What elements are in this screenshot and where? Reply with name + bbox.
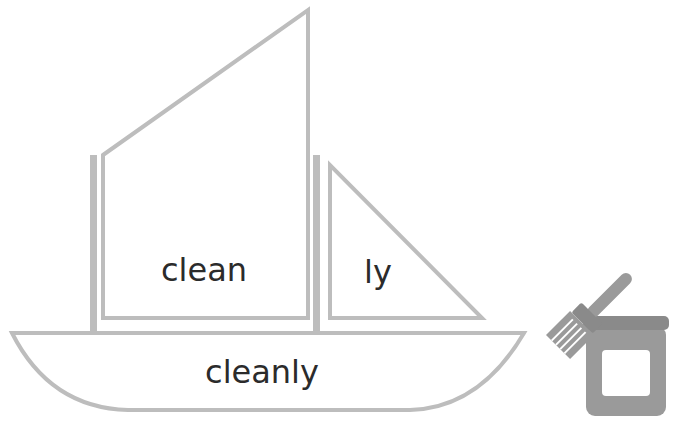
boat-hull-shape bbox=[12, 333, 524, 410]
jib-sail: ly bbox=[326, 160, 488, 322]
can-body bbox=[586, 326, 666, 416]
word-label: ly bbox=[364, 254, 392, 291]
word-label: clean bbox=[161, 252, 247, 289]
main-sail: clean bbox=[100, 8, 312, 322]
paintbrush bbox=[546, 263, 642, 359]
jib-sail-shape bbox=[330, 165, 482, 318]
jib-sail-outline bbox=[326, 160, 488, 322]
word-label: cleanly bbox=[205, 354, 319, 391]
can-label bbox=[602, 350, 650, 396]
mast bbox=[90, 155, 97, 335]
brush-handle bbox=[585, 271, 634, 320]
brush-bristles bbox=[546, 311, 594, 359]
boat-hull: cleanly bbox=[10, 330, 526, 414]
main-sail-shape bbox=[103, 10, 308, 318]
paint-can bbox=[583, 316, 669, 416]
bristle-stripe bbox=[564, 332, 585, 353]
mast bbox=[313, 155, 320, 335]
